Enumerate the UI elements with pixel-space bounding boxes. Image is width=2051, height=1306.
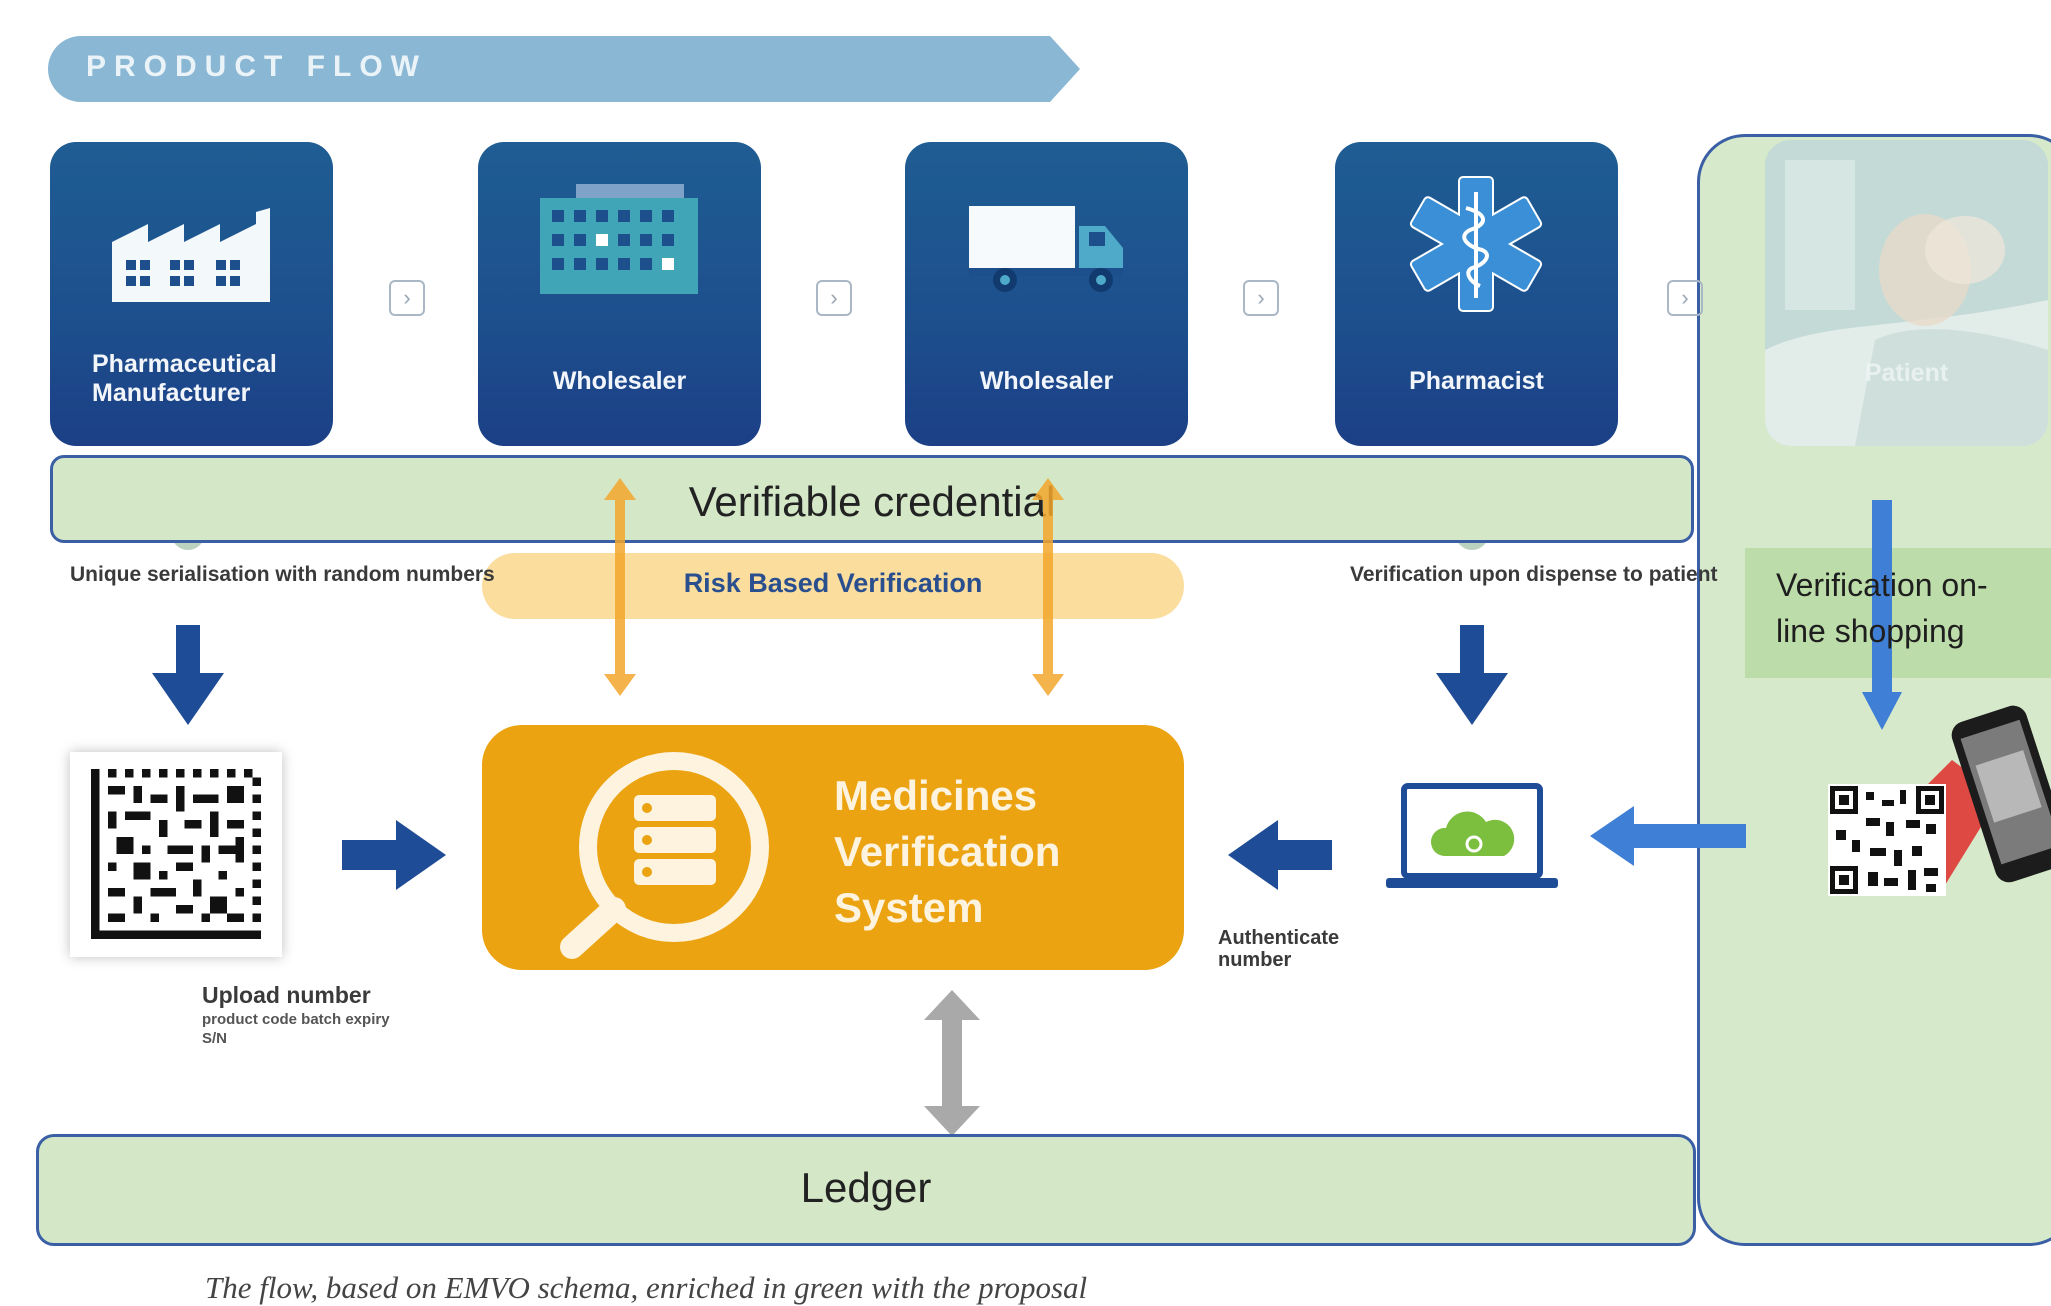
factory-icon xyxy=(112,208,270,302)
right-arrow-upload xyxy=(342,820,446,890)
laptop-cloud-icon xyxy=(1386,783,1558,888)
actor-card-wholesaler-1: Wholesaler xyxy=(478,142,761,446)
next-step-chevron: › xyxy=(1667,280,1703,316)
actor-label: Pharmaceutical Manufacturer xyxy=(92,350,277,407)
down-arrow-manufacturer xyxy=(152,625,224,725)
upload-number-title: Upload number xyxy=(202,982,371,1008)
actor-label: Wholesaler xyxy=(552,367,687,395)
ledger-label: Ledger xyxy=(800,1164,932,1211)
product-flow-label: PRODUCT FLOW xyxy=(86,50,427,83)
risk-arrow-right xyxy=(1032,478,1064,696)
verifiable-credential-bar xyxy=(50,455,1694,543)
risk-based-verification-label: Risk Based Verification xyxy=(683,568,983,598)
actor-card-patient: Patient xyxy=(1765,140,2048,446)
risk-arrow-left xyxy=(604,478,636,696)
upload-number-detail: product code batch expiry S/N xyxy=(202,1011,390,1047)
actor-label: Wholesaler xyxy=(979,367,1114,395)
risk-based-verification-pill xyxy=(482,553,1184,619)
database-search-icon xyxy=(560,752,769,959)
next-step-chevron: › xyxy=(389,280,425,316)
dispense-note: Verification upon dispense to patient xyxy=(1350,563,1718,586)
datamatrix-code-card xyxy=(70,752,282,957)
ledger-bar xyxy=(36,1134,1696,1246)
patient-photo xyxy=(1765,140,2048,446)
online-verification-box xyxy=(1745,548,2051,678)
online-verification-line2: line shopping xyxy=(1776,613,1965,649)
actor-card-wholesaler-2: Wholesaler xyxy=(905,142,1188,446)
actor-card-pharmacist: Pharmacist xyxy=(1335,142,1618,446)
authenticate-note: Authenticate number xyxy=(1218,927,1340,971)
actor-label: Pharmacist xyxy=(1409,367,1544,395)
medicines-verification-system-box xyxy=(482,725,1184,970)
mvs-label: Medicines Verification System xyxy=(834,768,1060,936)
next-step-chevron: › xyxy=(1243,280,1279,316)
left-arrow-online xyxy=(1590,806,1746,866)
actor-card-manufacturer: Pharmaceutical Manufacturer xyxy=(50,142,333,446)
phone-scan-qr-icon xyxy=(1828,705,2051,896)
next-step-chevron: › xyxy=(816,280,852,316)
warehouse-icon xyxy=(540,184,698,294)
online-verification-line1: Verification on- xyxy=(1776,567,1988,603)
mvs-label-line3: System xyxy=(834,884,984,931)
truck-icon xyxy=(969,206,1123,292)
actor-label: Patient xyxy=(1864,359,1949,387)
down-arrow-pharmacist xyxy=(1436,625,1508,725)
left-arrow-authenticate xyxy=(1228,820,1332,890)
star-of-life-icon xyxy=(1409,176,1543,312)
product-flow-banner xyxy=(48,36,1080,102)
datamatrix-icon xyxy=(91,769,261,939)
serialisation-note: Unique serialisation with random numbers xyxy=(70,563,495,586)
mvs-label-line1: Medicines xyxy=(834,772,1038,819)
verifiable-credential-label: Verifiable credential xyxy=(688,478,1056,525)
online-verification-label: Verification on- line shopping xyxy=(1776,562,1988,654)
mvs-label-line2: Verification xyxy=(834,828,1061,875)
down-arrow-patient xyxy=(1862,500,1902,730)
mvs-ledger-arrow xyxy=(924,990,980,1136)
figure-caption: The flow, based on EMVO schema, enriched… xyxy=(205,1270,1088,1305)
